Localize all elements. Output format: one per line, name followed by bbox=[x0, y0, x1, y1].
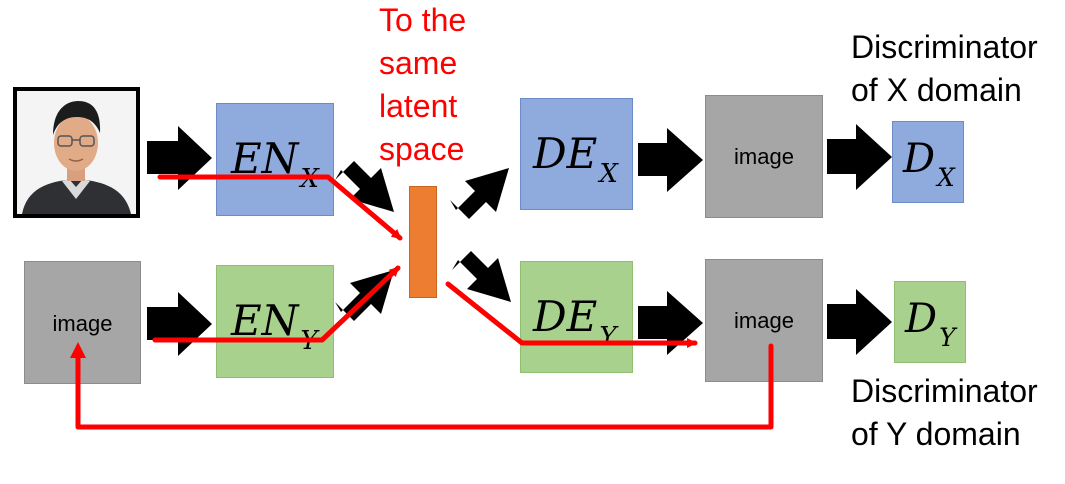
caption-line: of X domain bbox=[851, 72, 1022, 108]
arrow-enx-to-latent bbox=[335, 161, 394, 212]
output-image-x: image bbox=[705, 95, 823, 218]
discriminator-x-box: DX bbox=[892, 121, 964, 203]
latent-space-bar bbox=[409, 186, 437, 298]
latent-caption-line: To the bbox=[379, 2, 467, 38]
arrow-photo-to-enx bbox=[147, 126, 212, 190]
output-image-y: image bbox=[705, 259, 823, 382]
latent-caption: To the same latent space bbox=[379, 0, 466, 171]
path-x-to-latent bbox=[157, 174, 403, 241]
person-portrait-icon bbox=[17, 91, 136, 214]
arrow-latent-to-dey bbox=[452, 251, 511, 302]
latent-caption-line: space bbox=[379, 131, 465, 167]
image-label: image bbox=[52, 311, 113, 336]
latent-caption-line: latent bbox=[379, 88, 458, 124]
latent-caption-line: same bbox=[379, 45, 458, 81]
discriminator-y-caption: Discriminator of Y domain bbox=[851, 370, 1038, 456]
discriminator-x-label: DX bbox=[903, 136, 955, 192]
arrow-image-to-dx bbox=[827, 124, 892, 190]
arrow-dex-to-image bbox=[638, 128, 703, 192]
decoder-x-label: DEX bbox=[533, 129, 618, 190]
decoder-y-box: DEY bbox=[520, 261, 633, 373]
image-label: image bbox=[734, 308, 794, 333]
arrow-latent-to-dex bbox=[450, 168, 509, 219]
path-y-to-latent bbox=[152, 265, 401, 343]
caption-line: Discriminator bbox=[851, 373, 1038, 409]
arrow-dey-to-image bbox=[638, 291, 703, 355]
caption-line: Discriminator bbox=[851, 29, 1038, 65]
discriminator-x-caption: Discriminator of X domain bbox=[851, 26, 1038, 112]
caption-line: of Y domain bbox=[851, 416, 1021, 452]
path-feedback-loop bbox=[75, 343, 774, 430]
path-latent-to-image-y bbox=[445, 281, 698, 348]
discriminator-y-label: DY bbox=[905, 296, 956, 352]
arrow-image-to-dy bbox=[827, 289, 892, 355]
discriminator-y-box: DY bbox=[894, 281, 966, 363]
image-label: image bbox=[734, 144, 794, 169]
encoder-y-box: ENY bbox=[216, 265, 334, 378]
input-photo-x bbox=[13, 87, 140, 218]
input-image-y: image bbox=[24, 261, 141, 384]
feedback-arrowhead-icon bbox=[70, 342, 86, 358]
decoder-x-box: DEX bbox=[520, 98, 633, 210]
